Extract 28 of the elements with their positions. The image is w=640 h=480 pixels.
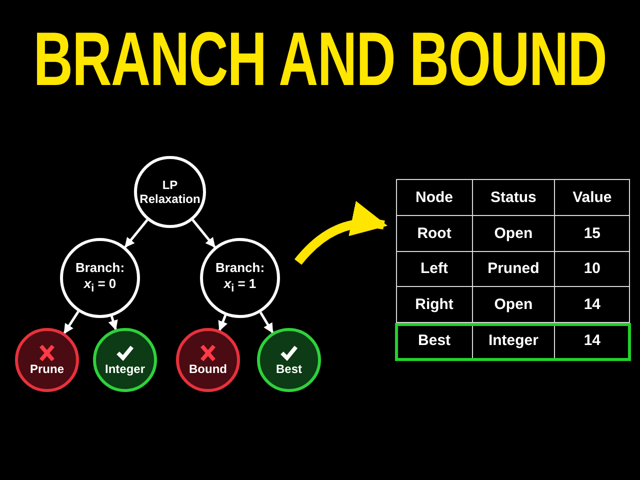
- table-cell: 15: [554, 215, 630, 252]
- column-header: Status: [472, 180, 555, 216]
- arrow: [108, 316, 118, 330]
- node-label: LP Relaxation: [139, 178, 201, 206]
- table-cell: 10: [554, 251, 630, 287]
- table-cell: Left: [396, 251, 472, 287]
- table: [396, 179, 630, 359]
- node-label: Branch: x$_{i}$ = 0: [74, 260, 126, 296]
- table-cell: 14: [554, 286, 630, 323]
- arrow: [259, 312, 274, 334]
- column-header: Value: [554, 180, 630, 216]
- table-cell: Right: [396, 286, 472, 323]
- node-label: Best: [276, 362, 302, 376]
- arrow: [294, 202, 388, 265]
- node-label: Integer: [104, 362, 145, 376]
- node-label: Prune: [30, 362, 64, 376]
- table-cell: Pruned: [472, 251, 555, 287]
- arrow: [192, 219, 216, 248]
- table-cell: Open: [472, 215, 555, 252]
- title: BRANCH AND BOUND: [33, 22, 607, 98]
- arrow: [63, 310, 80, 334]
- node-label: Branch: x$_{i}$ = 1: [214, 260, 266, 296]
- table-cell: Open: [472, 286, 555, 323]
- table-cell: Root: [396, 215, 472, 252]
- column-header: Node: [396, 180, 472, 216]
- arrow: [218, 314, 228, 332]
- node-label: Bound: [189, 362, 227, 376]
- arrow: [124, 219, 148, 248]
